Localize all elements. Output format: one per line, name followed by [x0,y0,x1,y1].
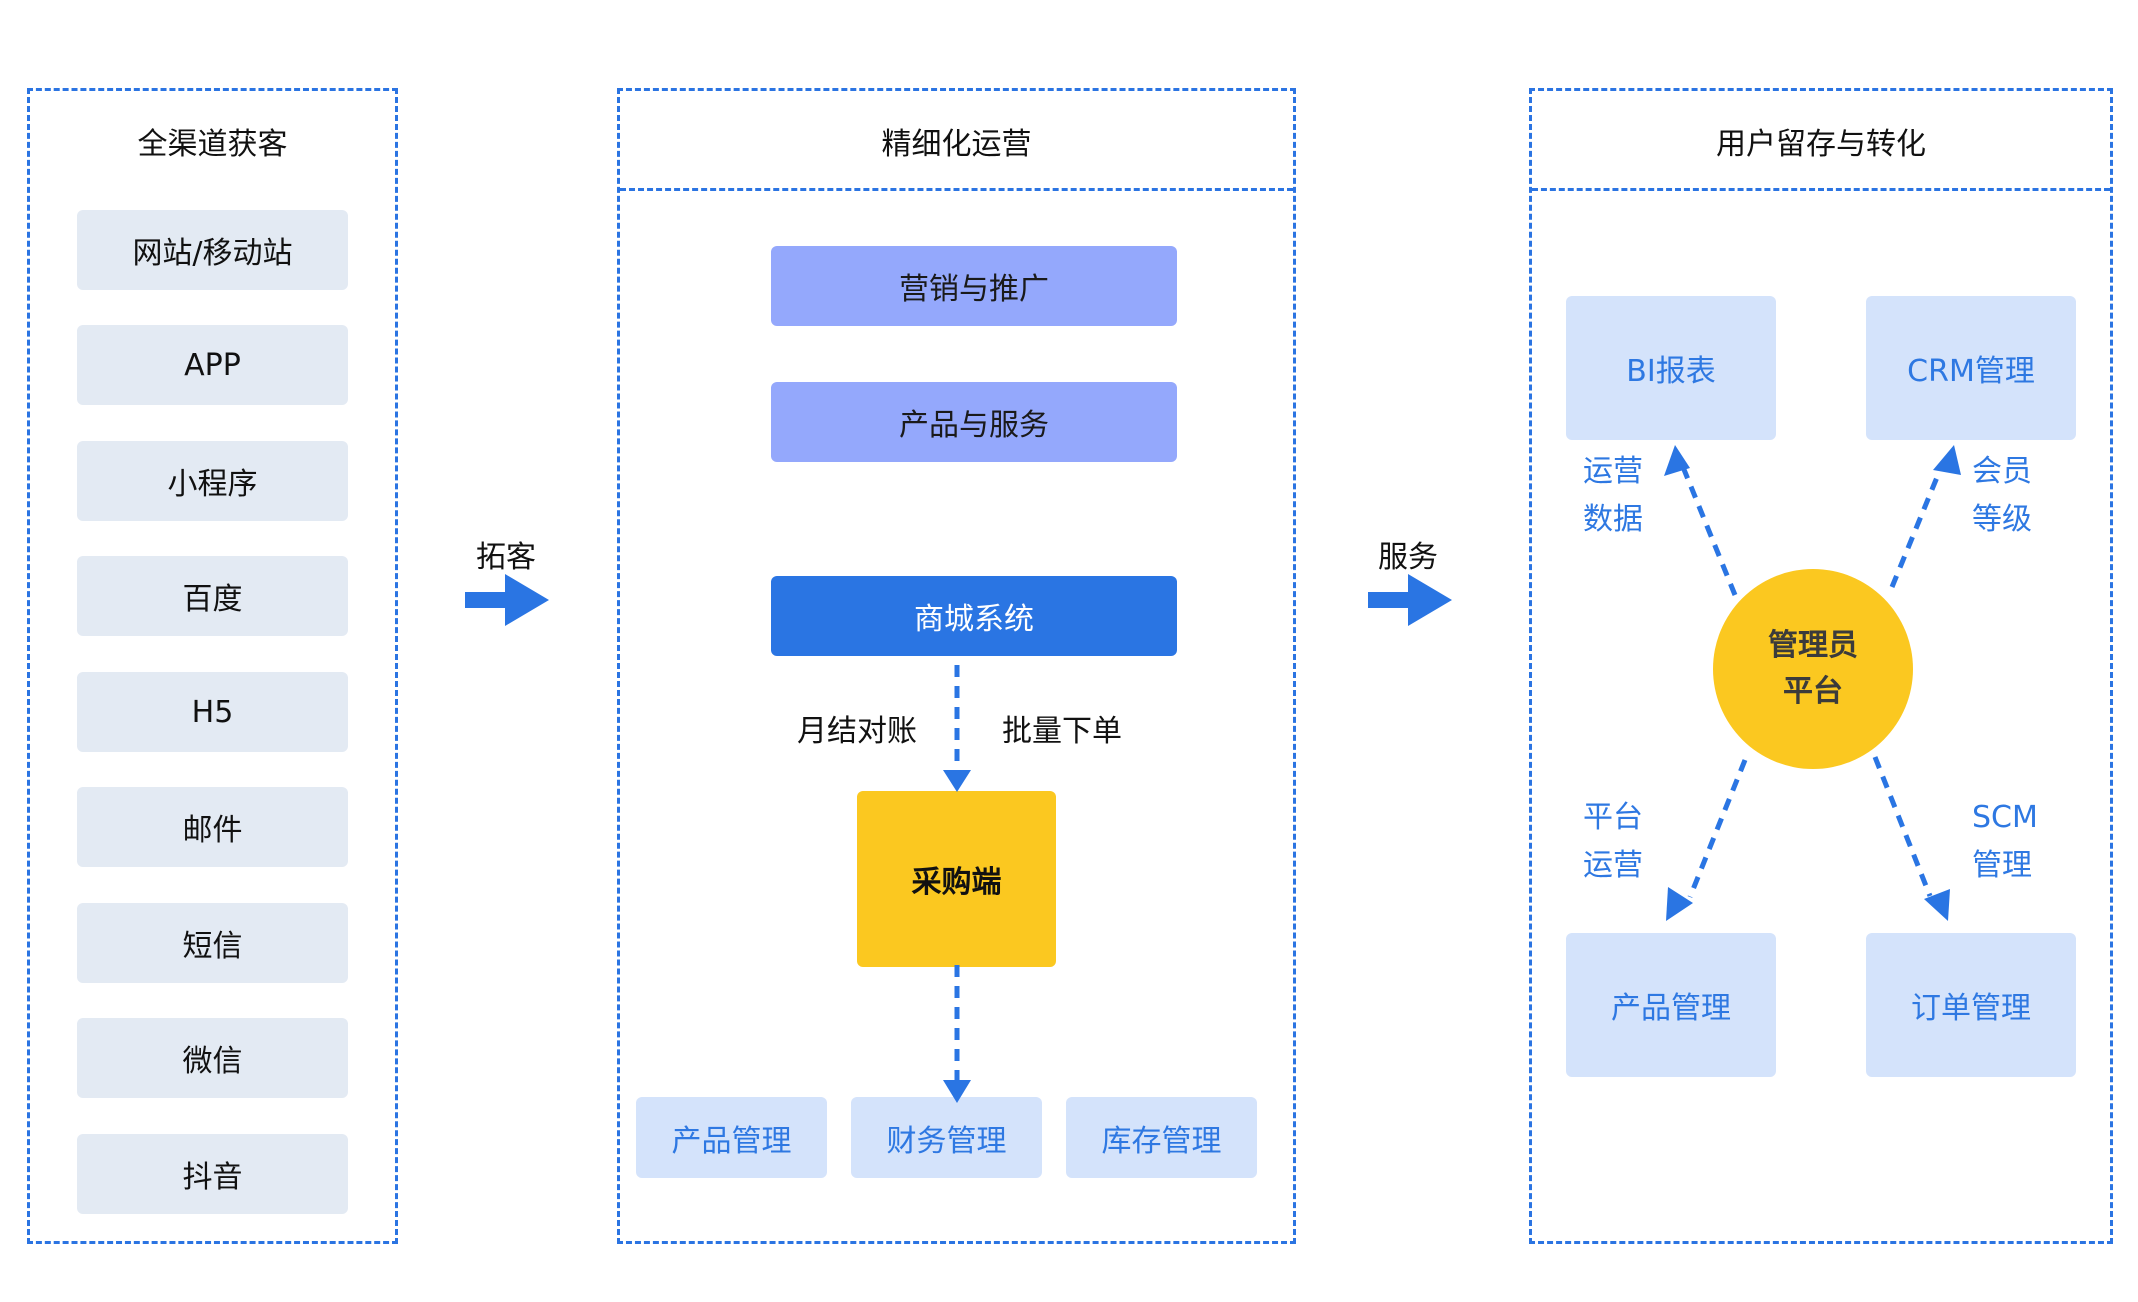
module-inventory: 库存管理 [1066,1097,1257,1178]
admin-platform-hub: 管理员 平台 [1713,569,1913,769]
retention-title: 用户留存与转化 [1716,127,1926,162]
edge-label-line: 数据 [1583,502,1643,537]
channel-website: 网站/移动站 [77,210,348,290]
edge-label-line: 平台 [1583,800,1643,835]
acquisition-panel: 全渠道获客 [27,88,398,1244]
marketing-box: 营销与推广 [771,246,1177,326]
channel-h5: H5 [77,672,348,752]
node-order-management: 订单管理 [1866,933,2076,1077]
hub-line-2: 平台 [1783,674,1843,709]
acquisition-title: 全渠道获客 [137,127,288,162]
operations-panel: 精细化运营 [617,88,1296,1244]
edge-label-ops-data: 运营 数据 [1583,448,1643,544]
node-product-management: 产品管理 [1566,933,1776,1077]
node-bi-report: BI报表 [1566,296,1776,440]
service-arrow [1368,574,1452,626]
channel-douyin: 抖音 [77,1134,348,1214]
edge-label-line: 运营 [1583,454,1643,489]
operations-header-divider [620,188,1293,191]
edge-label-line: 管理 [1972,848,2032,883]
edge-label-line: SCM [1972,800,2038,835]
service-label: 服务 [1378,540,1438,575]
channel-wechat: 微信 [77,1018,348,1098]
mall-system-box: 商城系统 [771,576,1177,656]
channel-email: 邮件 [77,787,348,867]
channel-app: APP [77,325,348,405]
acquire-label: 拓客 [476,540,536,575]
edge-label-line: 会员 [1972,454,2032,489]
edge-label-platform-ops: 平台 运营 [1583,794,1643,890]
retention-panel: 用户留存与转化 [1529,88,2113,1244]
channel-sms: 短信 [77,903,348,983]
channel-baidu: 百度 [77,556,348,636]
acquire-arrow [465,574,549,626]
edge-label-line: 运营 [1583,848,1643,883]
edge-label-line: 等级 [1972,502,2032,537]
operations-title: 精细化运营 [881,127,1032,162]
hub-line-1: 管理员 [1768,628,1858,663]
module-finance: 财务管理 [851,1097,1042,1178]
edge-label-member-level: 会员 等级 [1972,448,2032,544]
flow-label-bulk-order: 批量下单 [1002,714,1122,749]
retention-header-divider [1532,188,2110,191]
edge-label-scm: SCM 管理 [1972,794,2038,890]
purchaser-box: 采购端 [857,791,1056,967]
channel-mini-program: 小程序 [77,441,348,521]
product-service-box: 产品与服务 [771,382,1177,462]
node-crm: CRM管理 [1866,296,2076,440]
flow-label-settlement: 月结对账 [797,714,917,749]
module-product: 产品管理 [636,1097,827,1178]
